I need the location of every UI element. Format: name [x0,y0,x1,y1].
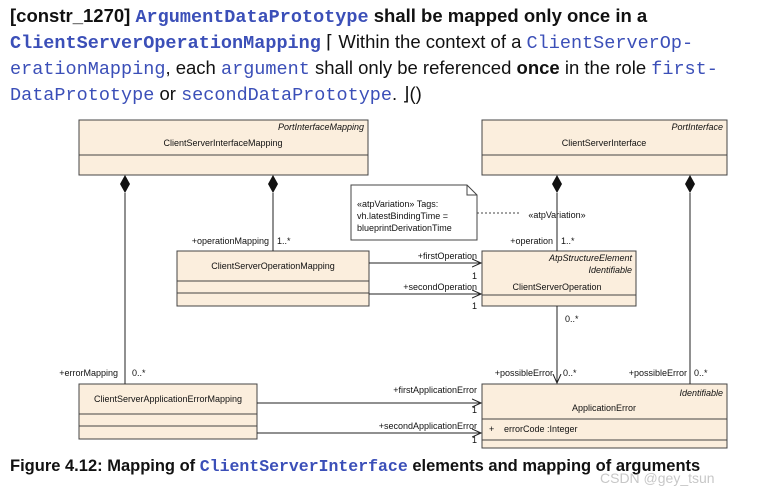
mult-first-application-error: 1 [472,405,477,415]
label-operation-mapping: +operationMapping [192,236,269,246]
closing-bracket: ⌋() [402,83,422,104]
label-first-operation: +firstOperation [418,251,477,261]
composition-operation-mapping [268,175,278,251]
label-possible-error-2: +possibleError [629,368,687,378]
context-ref-b[interactable]: erationMapping [10,59,166,80]
caption-type-link[interactable]: ClientServerInterface [199,457,408,476]
atp-variation-note: «atpVariation» Tags: vh.latestBindingTim… [350,184,478,241]
label-atp-variation: «atpVariation» [528,210,585,220]
bracket-open: ⌈ [326,31,334,52]
req-text-4: shall only be referenced [314,57,512,78]
attribute-error-code: errorCode :Integer [504,424,578,434]
composition-error-mapping [120,175,130,384]
mult-possible-error-2: 0..* [694,368,708,378]
context-ref-a[interactable]: ClientServerOp- [526,33,694,54]
label-possible-error-1: +possibleError [495,368,553,378]
req-text-6: . [392,83,398,104]
label-first-application-error: +firstApplicationError [393,385,477,395]
mult-op-error: 0..* [565,314,579,324]
req-text-5: in the role [564,57,647,78]
caption-prefix: Figure 4.12: Mapping of [10,457,196,475]
class-name: ClientServerInterfaceMapping [163,138,282,148]
stereotype-label: Identifiable [679,388,723,398]
stereotype-label: PortInterface [671,122,723,132]
role1-link-b[interactable]: DataPrototype [10,85,155,106]
mult-operation: 1..* [561,236,575,246]
note-line-2: vh.latestBindingTime = [357,211,448,221]
label-second-application-error: +secondApplicationError [379,421,477,431]
caption-suffix: elements and mapping of arguments [412,457,701,475]
requirement-text: [constr_1270] ArgumentDataPrototype shal… [10,4,772,108]
class-application-error[interactable]: Identifiable ApplicationError + errorCod… [481,383,728,449]
mult-first-operation: 1 [472,271,477,281]
req-text-2: Within the context of a [338,31,522,52]
figure-caption: Figure 4.12: Mapping of ClientServerInte… [10,457,700,476]
mult-second-application-error: 1 [472,435,477,445]
class-client-server-application-error-mapping[interactable]: ClientServerApplicationErrorMapping [78,383,258,440]
class-client-server-operation[interactable]: AtpStructureElement Identifiable ClientS… [481,250,637,307]
req-or: or [159,83,176,104]
class-name: ClientServerInterface [562,138,647,148]
stereotype-label: AtpStructureElement [548,253,633,263]
class-name: ClientServerOperationMapping [211,261,335,271]
once-emphasis: once [516,57,560,78]
stereotype-label-2: Identifiable [588,265,632,275]
mult-possible-error-1: 0..* [563,368,577,378]
mult-error-mapping: 0..* [132,368,146,378]
note-line-3: blueprintDerivationTime [357,223,452,233]
class-name: ClientServerOperation [512,282,601,292]
req-text-1: shall be mapped only once in a [373,5,648,26]
note-line-1: «atpVariation» Tags: [357,199,438,209]
label-operation: +operation [510,236,553,246]
role1-link-a[interactable]: first- [651,59,718,80]
class-name: ApplicationError [572,403,636,413]
label-second-operation: +secondOperation [403,282,477,292]
label-error-mapping: +errorMapping [59,368,118,378]
class-client-server-operation-mapping[interactable]: ClientServerOperationMapping [176,250,370,307]
subject-link[interactable]: ArgumentDataPrototype [135,7,369,28]
role2-link[interactable]: secondDataPrototype [181,85,392,106]
composition-operation [552,175,562,251]
class-client-server-interface-mapping[interactable]: PortInterfaceMapping ClientServerInterfa… [78,119,369,176]
composition-possible-error-interface [685,175,695,384]
attribute-visibility: + [489,424,494,434]
mult-operation-mapping: 1..* [277,236,291,246]
req-text-3: , each [165,57,216,78]
watermark: CSDN @gey_tsun [600,470,715,486]
stereotype-label: PortInterfaceMapping [278,122,364,132]
class-name: ClientServerApplicationErrorMapping [94,394,242,404]
class-client-server-interface[interactable]: PortInterface ClientServerInterface [481,119,728,176]
requirement-id: [constr_1270] [10,5,131,26]
context-type-link[interactable]: ClientServerOperationMapping [10,33,321,54]
mult-second-operation: 1 [472,301,477,311]
argument-link[interactable]: argument [220,59,310,80]
